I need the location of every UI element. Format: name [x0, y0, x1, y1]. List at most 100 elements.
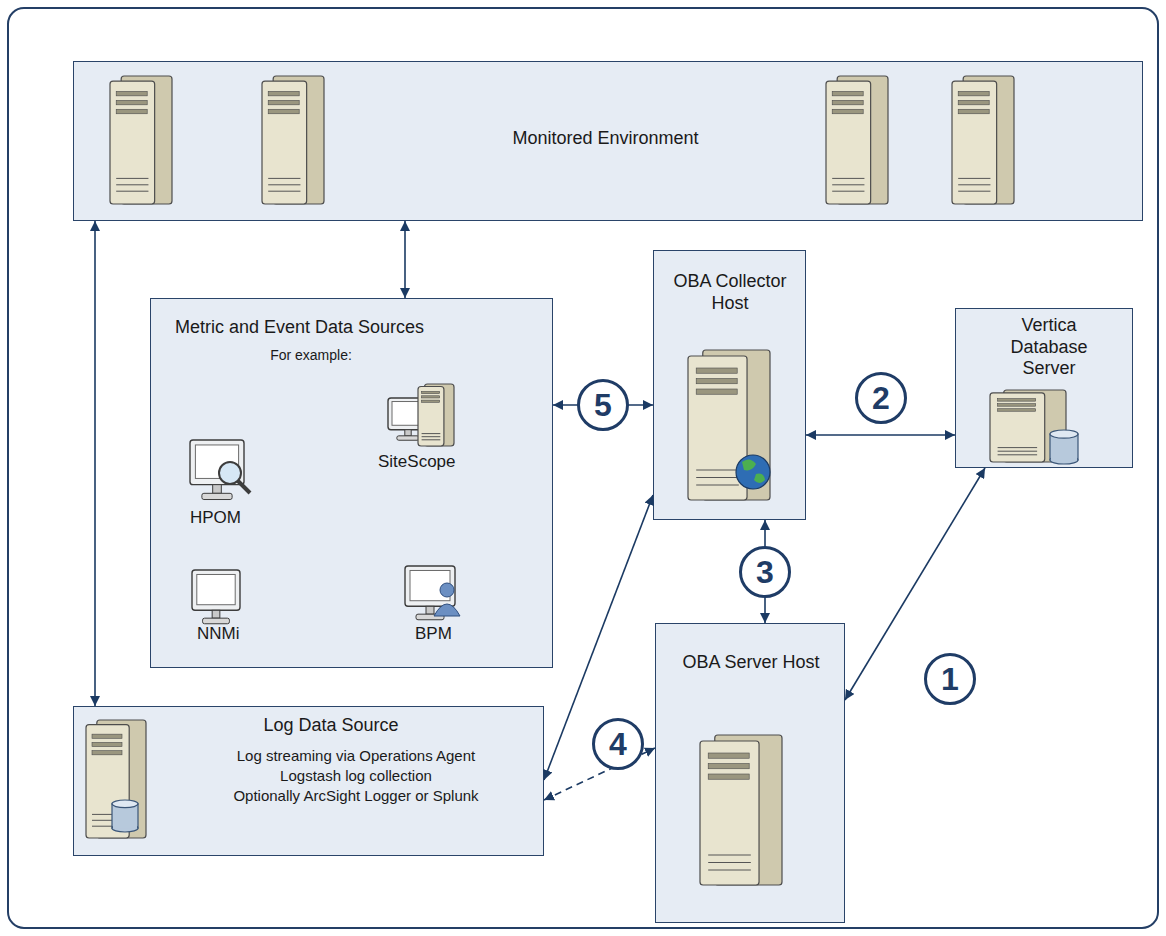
- server-front: [418, 386, 444, 446]
- source-label: NNMi: [197, 624, 240, 644]
- drive-slot: [92, 742, 122, 746]
- vent-line: [832, 178, 864, 179]
- drive-slot: [268, 100, 299, 104]
- vent-line: [958, 184, 990, 185]
- db-top: [112, 800, 138, 808]
- drive-slot: [696, 389, 737, 394]
- node-title: OBA Server Host: [676, 652, 826, 674]
- node-title: Monitored Environment: [74, 128, 1137, 150]
- vent-line: [832, 184, 864, 185]
- node-text: Optionally ArcSight Logger or Splunk: [174, 787, 538, 805]
- drive-slot: [708, 753, 749, 758]
- drive-slot: [998, 404, 1036, 407]
- drive-slot: [832, 91, 863, 95]
- drive-slot: [958, 100, 989, 104]
- vent-line: [696, 485, 739, 486]
- monitor-neck: [426, 606, 434, 614]
- vent-line: [268, 178, 300, 179]
- drive-slot: [422, 396, 440, 398]
- vent-line: [998, 447, 1038, 448]
- server-front: [262, 81, 307, 204]
- drive-slot: [696, 379, 737, 384]
- vent-line: [422, 436, 441, 437]
- node-title: OBA Collector Host: [660, 271, 800, 314]
- monitor-neck: [213, 485, 222, 494]
- monitor-base: [203, 618, 230, 624]
- vent-line: [422, 433, 441, 434]
- monitor-neck: [212, 610, 220, 618]
- vent-line: [708, 862, 751, 863]
- vent-line: [958, 191, 990, 192]
- source-label: HPOM: [190, 508, 241, 528]
- connector: [544, 495, 653, 780]
- db-fill: [1051, 447, 1077, 460]
- person-body: [434, 604, 460, 616]
- node-text: Log streaming via Operations Agent: [174, 747, 538, 765]
- drive-slot: [708, 764, 749, 769]
- globe: [736, 455, 770, 489]
- drive-slot: [92, 751, 122, 755]
- vent-line: [116, 178, 148, 179]
- connector: [404, 221, 406, 298]
- globe-land: [742, 459, 765, 483]
- callout-number: 5: [577, 379, 629, 431]
- source-label: SiteScope: [378, 452, 456, 472]
- drive-slot: [958, 109, 989, 113]
- frame-border: [8, 8, 1158, 928]
- drive-slot: [832, 100, 863, 104]
- vent-line: [708, 870, 751, 871]
- vent-line: [268, 184, 300, 185]
- vent-line: [696, 477, 739, 478]
- source-label: BPM: [415, 624, 452, 644]
- drive-slot: [422, 400, 440, 402]
- monitor-screen: [197, 574, 235, 604]
- drive-slot: [958, 91, 989, 95]
- monitor-base: [202, 493, 232, 499]
- node-title: Log Data Source: [206, 715, 456, 737]
- callout-number: 4: [592, 718, 644, 770]
- drive-slot: [998, 409, 1036, 412]
- drive-slot: [708, 774, 749, 779]
- vent-line: [998, 454, 1038, 455]
- callout-number: 2: [855, 372, 907, 424]
- drive-slot: [116, 100, 147, 104]
- drive-slot: [998, 399, 1036, 402]
- node-text: For example:: [231, 347, 391, 364]
- server-front: [952, 81, 997, 204]
- callout-number: 3: [739, 546, 791, 598]
- node-text: Logstash log collection: [174, 767, 538, 785]
- callout-number: 1: [924, 653, 976, 705]
- node-title: Vertica Database Server: [990, 315, 1108, 380]
- drive-slot: [268, 91, 299, 95]
- db-top: [1050, 430, 1078, 438]
- server-front: [110, 81, 155, 204]
- server-front: [990, 393, 1045, 462]
- node-title: Metric and Event Data Sources: [175, 317, 505, 339]
- monitor-base: [397, 436, 419, 440]
- monitor-frame: [192, 570, 240, 610]
- connector: [94, 221, 96, 706]
- vent-line: [696, 470, 739, 471]
- vent-line: [708, 855, 751, 856]
- vent-line: [998, 451, 1038, 452]
- server-front: [700, 741, 759, 885]
- drive-slot: [116, 91, 147, 95]
- vent-line: [268, 191, 300, 192]
- vent-line: [832, 191, 864, 192]
- monitor-frame: [190, 440, 244, 485]
- drive-slot: [832, 109, 863, 113]
- db-fill: [113, 816, 137, 828]
- magnifier-handle: [238, 481, 250, 493]
- vent-line: [116, 184, 148, 185]
- connector: [806, 434, 955, 436]
- drive-slot: [696, 368, 737, 373]
- drive-slot: [116, 109, 147, 113]
- vent-line: [422, 439, 441, 440]
- monitor-frame: [405, 566, 455, 606]
- person-head: [440, 583, 454, 597]
- drive-slot: [422, 391, 440, 393]
- drive-slot: [92, 734, 122, 738]
- server-front: [826, 81, 871, 204]
- magnifier: [219, 462, 241, 484]
- monitor-neck: [405, 430, 411, 436]
